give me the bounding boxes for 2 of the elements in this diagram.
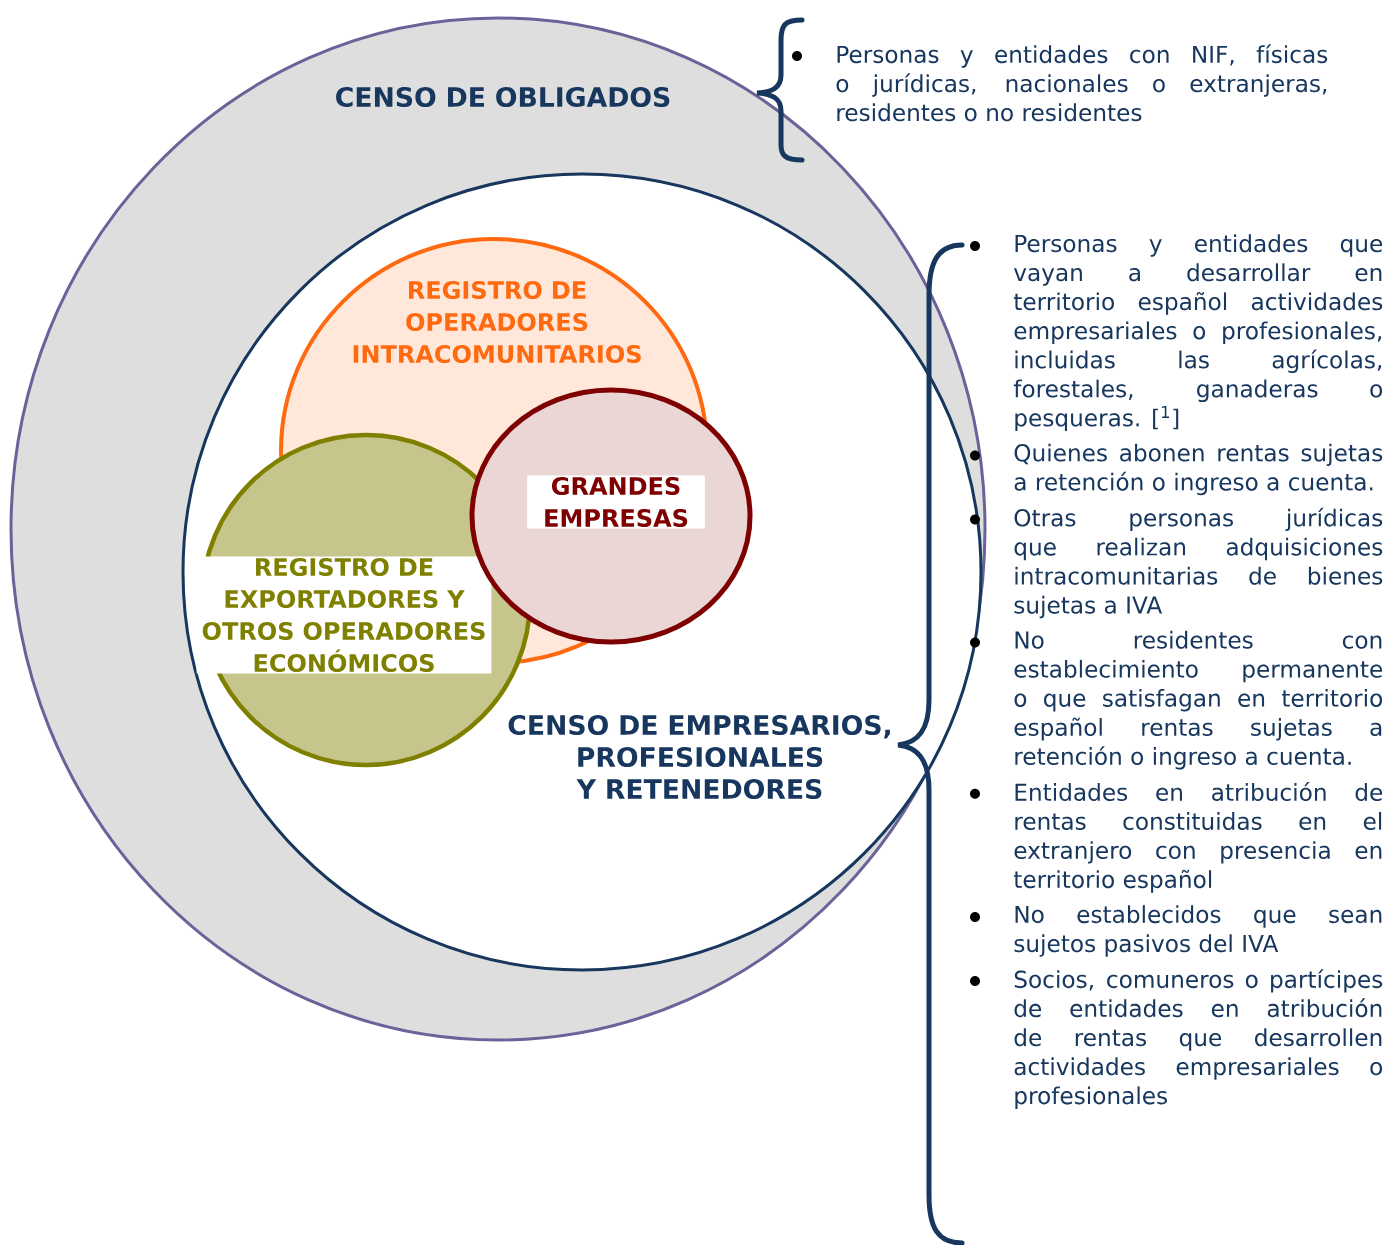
bullet-item: Socios, comuneros o partícipes de entidades en atribución de rentas que desarrollen actividades empresariales o profesionales xyxy=(970,969,1383,1109)
bullet-item: Personas y entidades con NIF, físicas o jurídicas, nacionales o extranjeras, residentes o no residentes xyxy=(792,44,1328,122)
